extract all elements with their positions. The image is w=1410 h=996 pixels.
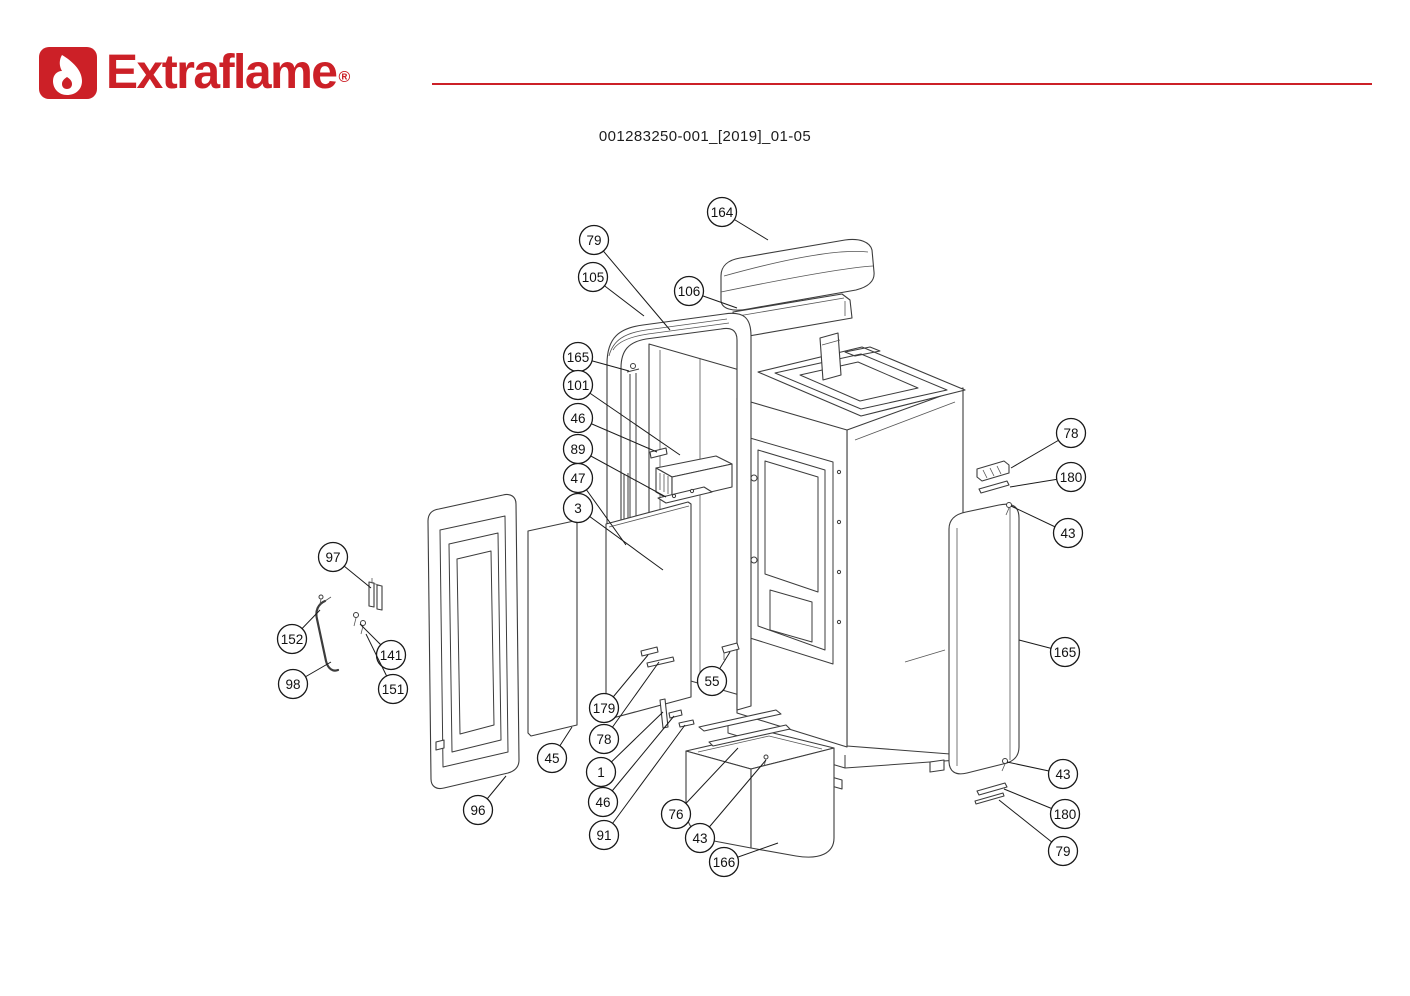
part-fixing-strips	[698, 709, 791, 767]
callout-106: 106	[673, 275, 738, 309]
callout-label-3: 3	[574, 501, 582, 516]
part-flue-stub	[819, 332, 842, 381]
callout-78: 78	[588, 661, 660, 755]
callout-96: 96	[462, 775, 507, 826]
callout-label-152: 152	[281, 632, 304, 647]
part-right-lower-fixings	[974, 758, 1008, 805]
callout-label-106: 106	[678, 284, 701, 299]
callout-label-179: 179	[593, 701, 616, 716]
part-door-rod	[315, 594, 340, 672]
callout-label-141: 141	[380, 648, 403, 663]
callout-label-79: 79	[586, 233, 601, 248]
callout-105: 105	[577, 261, 645, 317]
brand-name: Extraflame	[106, 46, 338, 99]
callout-47: 47	[562, 462, 627, 546]
callout-46: 46	[562, 402, 658, 453]
callout-43: 43	[684, 759, 767, 854]
door-hinge-top	[750, 474, 758, 482]
callout-166: 166	[708, 842, 779, 878]
callout-76: 76	[660, 747, 739, 830]
callout-label-164: 164	[711, 205, 734, 220]
door-hinge-bottom	[750, 556, 758, 564]
part-bracket-cluster	[640, 646, 695, 729]
document-code: 001283250-001_[2019]_01-05	[598, 128, 812, 145]
brand-wordmark: Extraflame®	[106, 46, 350, 100]
part-hinge-bracket	[368, 578, 383, 611]
callout-79: 79	[578, 224, 671, 331]
callout-label-47: 47	[570, 471, 585, 486]
callout-98: 98	[277, 661, 332, 700]
callout-1: 1	[585, 711, 664, 788]
callout-43: 43	[1006, 758, 1079, 790]
callout-label-78: 78	[1063, 426, 1078, 441]
header-divider-line	[432, 83, 1372, 85]
part-front-frame	[606, 312, 752, 711]
callout-label-46: 46	[570, 411, 585, 426]
callout-78: 78	[1010, 417, 1087, 469]
callout-label-45: 45	[544, 751, 559, 766]
callout-label-96: 96	[470, 803, 485, 818]
callout-label-91: 91	[596, 828, 611, 843]
callout-label-43: 43	[1055, 767, 1070, 782]
brand-header: Extraflame®	[38, 46, 350, 100]
callout-label-97: 97	[325, 550, 340, 565]
registered-trademark: ®	[338, 68, 351, 86]
callout-165: 165	[1018, 636, 1081, 668]
callout-45: 45	[536, 726, 573, 774]
callout-97: 97	[317, 541, 372, 589]
part-right-upper-fixings	[976, 460, 1012, 516]
callout-91: 91	[588, 724, 686, 851]
callout-label-166: 166	[713, 855, 736, 870]
door-latch-slot	[435, 739, 445, 751]
callout-label-43: 43	[692, 831, 707, 846]
part-shelf-bracket	[657, 486, 713, 504]
part-top-cover	[720, 238, 875, 311]
callout-152: 152	[276, 609, 321, 655]
part-right-side-panel	[948, 503, 1020, 775]
callout-180: 180	[1009, 461, 1087, 493]
callout-label-76: 76	[668, 807, 683, 822]
callout-label-46: 46	[595, 795, 610, 810]
extraflame-logo-icon	[39, 47, 97, 99]
callout-label-180: 180	[1060, 470, 1083, 485]
callout-label-78: 78	[596, 732, 611, 747]
callout-label-98: 98	[285, 677, 300, 692]
callout-164: 164	[706, 196, 769, 241]
callout-label-165: 165	[567, 350, 590, 365]
callout-165: 165	[562, 341, 630, 373]
callout-label-1: 1	[597, 765, 605, 780]
callout-label-55: 55	[704, 674, 719, 689]
callout-55: 55	[696, 651, 731, 697]
callout-151: 151	[365, 633, 409, 705]
callout-46: 46	[587, 715, 675, 818]
part-screws-141-151	[353, 612, 366, 635]
part-side-sheet	[527, 520, 578, 737]
callout-label-43: 43	[1060, 526, 1075, 541]
callout-101: 101	[562, 369, 681, 456]
callout-141: 141	[359, 623, 407, 671]
callout-label-89: 89	[570, 442, 585, 457]
callout-43: 43	[1010, 505, 1084, 549]
part-outer-door	[427, 493, 520, 790]
callout-179: 179	[588, 654, 649, 724]
callout-label-165: 165	[1054, 645, 1077, 660]
callout-label-105: 105	[582, 270, 605, 285]
callout-79: 79	[998, 799, 1079, 867]
callout-label-79: 79	[1055, 844, 1070, 859]
callout-label-101: 101	[567, 378, 590, 393]
callout-label-151: 151	[382, 682, 405, 697]
callout-layer: 164 79 105 106 165 101 46 89 47 3 97 152 98 141 151 45 9…	[276, 196, 1087, 878]
callout-label-180: 180	[1054, 807, 1077, 822]
callout-180: 180	[1003, 788, 1081, 830]
part-bracket-46-upper	[649, 447, 668, 459]
callout-3: 3	[562, 492, 664, 571]
part-body-front-face	[736, 397, 848, 748]
part-body-right-face	[846, 387, 964, 756]
part-bracket-55	[721, 642, 740, 660]
